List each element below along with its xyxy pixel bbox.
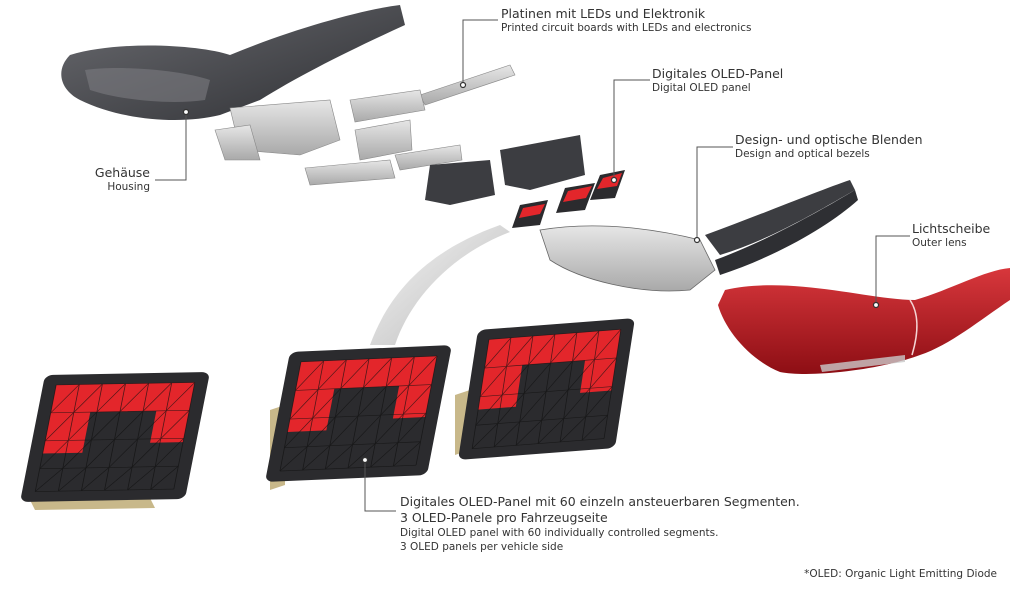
label-pcb: Platinen mit LEDs und Elektronik Printed… bbox=[501, 7, 751, 35]
label-pcb-de: Platinen mit LEDs und Elektronik bbox=[501, 6, 706, 21]
label-housing-en: Housing bbox=[107, 181, 150, 193]
zoom-beam bbox=[370, 225, 510, 345]
oled-panel-large-2 bbox=[264, 344, 453, 490]
label-bezels-en: Design and optical bezels bbox=[735, 148, 870, 160]
housing-part bbox=[61, 5, 406, 120]
panel-detail-en-2: 3 OLED panels per vehicle side bbox=[400, 541, 564, 553]
label-lens-de: Lichtscheibe bbox=[912, 221, 991, 236]
panel-detail-en-1: Digital OLED panel with 60 individually … bbox=[400, 527, 719, 539]
panel-detail-de-2: 3 OLED-Panele pro Fahrzeugseite bbox=[400, 510, 608, 525]
label-housing-de: Gehäuse bbox=[94, 165, 150, 180]
label-lens: Lichtscheibe Outer lens bbox=[912, 222, 990, 250]
label-oled-en: Digital OLED panel bbox=[652, 82, 751, 94]
small-oled-panels bbox=[512, 170, 625, 228]
footnote: *OLED: Organic Light Emitting Diode bbox=[804, 568, 997, 580]
label-oled: Digitales OLED-Panel Digital OLED panel bbox=[652, 67, 783, 95]
label-panel-detail: Digitales OLED-Panel mit 60 einzeln anst… bbox=[400, 494, 800, 554]
panel-detail-de-1: Digitales OLED-Panel mit 60 einzeln anst… bbox=[400, 494, 800, 509]
leader-dots bbox=[182, 81, 880, 464]
outer-lens bbox=[718, 268, 1010, 375]
label-bezels-de: Design- und optische Blenden bbox=[735, 132, 923, 147]
leader-lines bbox=[155, 19, 910, 512]
label-housing: Gehäuse Housing bbox=[95, 166, 150, 194]
circuit-boards bbox=[214, 64, 516, 186]
label-oled-de: Digitales OLED-Panel bbox=[652, 66, 784, 81]
dark-brackets bbox=[425, 135, 585, 205]
oled-panel-large-1 bbox=[19, 371, 211, 510]
label-lens-en: Outer lens bbox=[912, 237, 967, 249]
label-bezels: Design- und optische Blenden Design and … bbox=[735, 133, 923, 161]
label-pcb-en: Printed circuit boards with LEDs and ele… bbox=[501, 22, 752, 34]
oled-panel-large-3 bbox=[455, 317, 636, 461]
bezel-parts bbox=[539, 180, 858, 292]
